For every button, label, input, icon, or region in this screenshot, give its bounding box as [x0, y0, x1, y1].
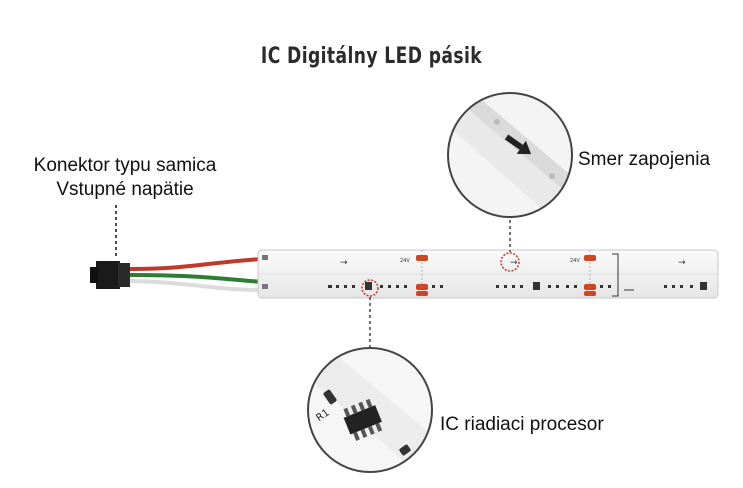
direction-label: Smer zapojenia	[578, 149, 711, 170]
cut-pads	[416, 250, 596, 298]
svg-text:→: →	[678, 258, 686, 268]
strip-end-bracket	[612, 253, 634, 297]
led-strip	[257, 249, 719, 299]
voltage-marking-2: 24V	[570, 258, 580, 264]
female-connector	[90, 261, 130, 289]
svg-text:→: →	[340, 258, 348, 268]
strip-top-row: → 24V 24V → →	[340, 258, 686, 268]
svg-text:→: →	[510, 258, 518, 268]
direction-arrow-icon	[504, 134, 532, 155]
direction-highlight-circle	[500, 252, 520, 272]
ic-label: IC riadiaci procesor	[440, 414, 604, 435]
ic-magnifier: R1	[307, 347, 433, 473]
connector-label-line2: Vstupné napätie	[56, 179, 194, 200]
strip-components	[328, 282, 707, 290]
connector-label: Konektor typu samica Vstupné napätie	[20, 154, 230, 202]
ic-chip-icon	[343, 398, 383, 441]
voltage-marking-1: 24V	[400, 258, 410, 264]
direction-magnifier	[447, 92, 573, 218]
ic-highlight-circle	[361, 279, 379, 297]
connector-label-line1: Konektor typu samica	[33, 155, 217, 176]
diagram-title: IC Digitálny LED pásik	[260, 44, 483, 69]
input-wires	[129, 257, 263, 292]
